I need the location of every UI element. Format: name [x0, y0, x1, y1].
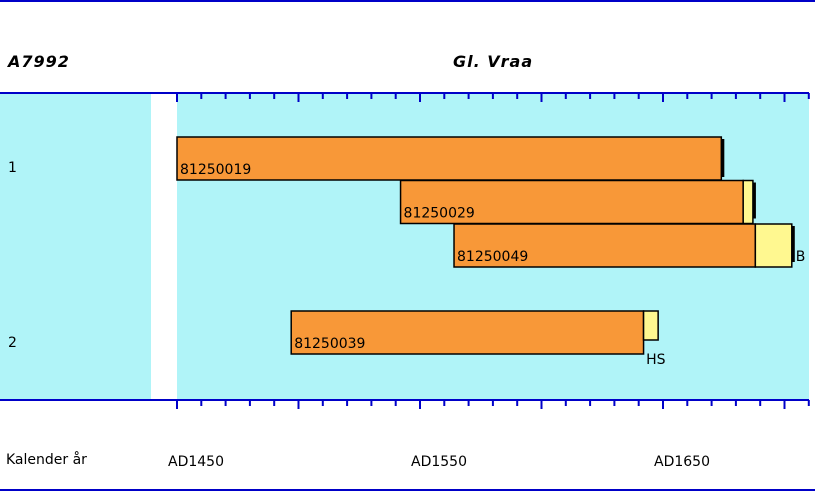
- bar-id-label: 81250019: [180, 162, 251, 178]
- bar-suffix-label: HS: [646, 352, 666, 368]
- sample-series-id: A7992: [8, 52, 70, 71]
- x-tick-label: AD1650: [654, 454, 710, 470]
- bar-id-label: 81250039: [294, 336, 365, 352]
- x-tick-label: AD1550: [411, 454, 467, 470]
- group-label-2: 2: [8, 335, 17, 351]
- sapwood-bar: [642, 310, 659, 341]
- sapwood-bar: [742, 179, 754, 225]
- heartwood-bar: [176, 136, 723, 181]
- site-title: Gl. Vraa: [453, 52, 534, 71]
- bar-id-label: 81250049: [457, 249, 528, 265]
- x-tick-label: AD1450: [168, 454, 224, 470]
- axis-ticks: AD1450 AD1550 AD1650: [168, 93, 810, 470]
- bark-edge-mark: [791, 226, 795, 262]
- group-label-1: 1: [8, 160, 17, 176]
- x-axis-caption: Kalender år: [6, 452, 87, 468]
- heartwood-bar: [399, 179, 744, 225]
- bar-suffix-label: B: [796, 249, 806, 265]
- heartwood-bar: [453, 223, 757, 268]
- sapwood-bar: [754, 223, 793, 268]
- bark-edge-mark: [752, 182, 756, 219]
- bark-edge-mark: [721, 139, 725, 177]
- bar-id-label: 81250029: [404, 206, 475, 222]
- label-gap: [151, 93, 177, 400]
